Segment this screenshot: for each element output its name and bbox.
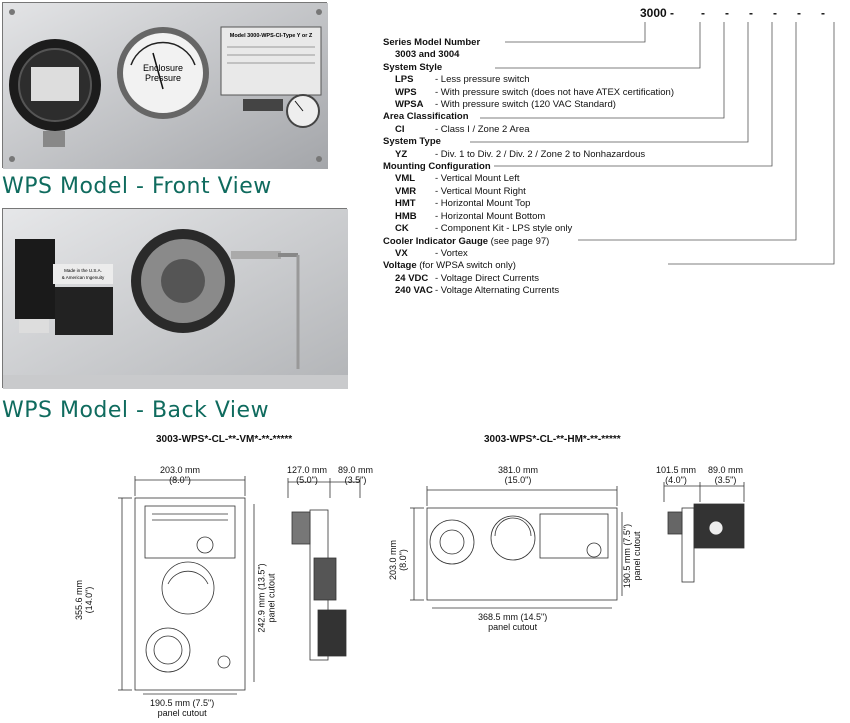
dimension-drawings — [118, 476, 745, 695]
selection-leader-lines — [470, 22, 835, 265]
selection-item: 240 VAC- Voltage Alternating Currents — [395, 285, 560, 297]
back-view-illustration: Made in the U.S.A. & American Ingenuity — [3, 209, 348, 389]
back-label-2: & American Ingenuity — [62, 275, 105, 280]
series-value: 3003 and 3004 — [395, 49, 460, 61]
selection-item: YZ- Div. 1 to Div. 2 / Div. 2 / Zone 2 t… — [395, 148, 646, 160]
selection-item: WPS- With pressure switch (does not have… — [395, 86, 674, 98]
front-view-caption: WPS Model - Front View — [2, 174, 272, 199]
panel-label: Model 3000-WPS-CI-Type Y or Z — [230, 33, 313, 39]
selection-item: HMT- Horizontal Mount Top — [395, 198, 531, 210]
selection-heading-mounting: Mounting Configuration — [383, 161, 491, 173]
gauge-line-2: Pressure — [145, 73, 181, 83]
model-code-prefix: 3000 - — [640, 6, 675, 20]
selection-item: VMR- Vertical Mount Right — [395, 185, 526, 197]
selection-item: HMB- Horizontal Mount Bottom — [395, 210, 546, 222]
horizontal-cutout-width-label: 368.5 mm (14.5")panel cutout — [478, 612, 548, 632]
selection-heading-type: System Type — [383, 136, 441, 148]
vertical-height-label: 355.6 mm(14.0") — [74, 579, 95, 621]
model-code-dash-3: - — [749, 6, 753, 20]
selection-heading-gauge: Cooler Indicator Gauge (see page 97) — [383, 235, 550, 247]
vertical-cutout-width-label: 190.5 mm (7.5")panel cutout — [150, 698, 215, 718]
model-code: 3000 - — [640, 6, 674, 20]
horizontal-depth2-label: 89.0 mm(3.5") — [708, 465, 744, 485]
selection-item: 3003 and 3004 — [383, 49, 674, 61]
selection-heading-series: Series Model Number — [383, 37, 481, 48]
selection-heading-area: Area Classification — [383, 111, 469, 123]
back-view-photo: Made in the U.S.A. & American Ingenuity — [2, 208, 348, 389]
horizontal-cutout-height-label: 190.5 mm (7.5")panel cutout — [622, 523, 643, 589]
selection-item: 24 VDC- Voltage Direct Currents — [395, 272, 540, 284]
vertical-depth2-label: 89.0 mm(3.5") — [338, 465, 374, 485]
model-code-dash-6: - — [821, 6, 825, 20]
selection-item: VX- Vortex — [395, 247, 468, 259]
horizontal-depth-label: 101.5 mm(4.0") — [656, 465, 697, 485]
front-view-photo: Enclosure Pressure Model 3000-WPS-CI-Typ… — [2, 2, 328, 169]
selection-item: WPSA- With pressure switch (120 VAC Stan… — [395, 99, 616, 111]
horizontal-width-label: 381.0 mm(15.0") — [498, 465, 539, 485]
horizontal-drawing-title: 3003-WPS*-CL-**-HM*-**-***** — [484, 434, 621, 445]
model-code-dash-2: - — [725, 6, 729, 20]
model-code-dash-1: - — [701, 6, 705, 20]
vertical-cutout-height-label: 242.9 mm (13.5")panel cutout — [256, 563, 277, 633]
model-code-dash-4: - — [773, 6, 777, 20]
selection-heading-voltage: Voltage (for WPSA switch only) — [383, 260, 516, 272]
selection-item: LPS- Less pressure switch — [395, 74, 530, 86]
vertical-drawing-title: 3003-WPS*-CL-**-VM*-**-***** — [156, 434, 293, 445]
back-view-caption: WPS Model - Back View — [2, 398, 270, 423]
selection-heading-style: System Style — [383, 61, 443, 73]
vertical-width-label: 203.0 mm(8.0") — [160, 465, 201, 485]
selection-item: VML- Vertical Mount Left — [395, 173, 520, 185]
selection-item: CK- Component Kit - LPS style only — [395, 223, 573, 235]
vertical-depth-label: 127.0 mm(5.0") — [287, 465, 328, 485]
selection-list: Series Model Number 3003 and 3004 System… — [383, 37, 674, 298]
back-label-1: Made in the U.S.A. — [64, 268, 102, 273]
selection-item: CI- Class I / Zone 2 Area — [395, 123, 530, 135]
gauge-line-1: Enclosure — [143, 63, 183, 73]
horizontal-height-label: 203.0 mm(8.0") — [388, 539, 409, 581]
front-view-illustration: Enclosure Pressure Model 3000-WPS-CI-Typ… — [3, 3, 328, 169]
model-code-dash-5: - — [797, 6, 801, 20]
